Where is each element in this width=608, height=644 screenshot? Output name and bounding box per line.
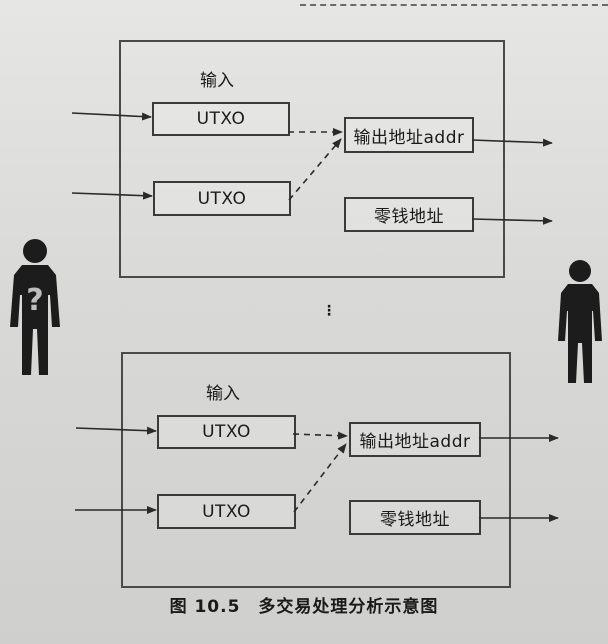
bottom-dashed-link-2 xyxy=(293,443,347,513)
bottom-change-address-box: 零钱地址 xyxy=(349,500,481,535)
top-dashed-link-2 xyxy=(288,138,342,201)
bottom-input-arrow-1 xyxy=(75,426,157,435)
top-input-label: 输入 xyxy=(200,71,234,91)
top-output-arrow-1 xyxy=(471,138,553,147)
top-utxo-box-1: UTXO xyxy=(152,102,290,136)
bottom-dashed-link-1 xyxy=(292,431,348,440)
bottom-transaction-panel xyxy=(121,352,511,588)
bottom-utxo-box-2: UTXO xyxy=(157,494,296,529)
top-transaction-panel xyxy=(119,40,505,278)
top-utxo-box-2: UTXO xyxy=(153,181,291,216)
top-output-arrow-2 xyxy=(471,216,553,225)
top-input-arrow-1 xyxy=(71,112,152,121)
unknown-person-icon: ? xyxy=(10,239,60,375)
person-icon xyxy=(558,260,602,383)
top-output-address-box: 输出地址addr xyxy=(344,117,474,153)
bottom-output-address-box: 输出地址addr xyxy=(349,422,481,457)
ellipsis-separator: ⋮ xyxy=(322,303,336,319)
top-dashed-border xyxy=(300,4,608,6)
top-input-arrow-2 xyxy=(71,191,153,200)
top-change-address-box: 零钱地址 xyxy=(344,197,474,232)
bottom-utxo-box-1: UTXO xyxy=(157,415,296,449)
svg-text:?: ? xyxy=(26,283,43,318)
figure-caption: 图 10.5 多交易处理分析示意图 xyxy=(169,597,439,617)
bottom-input-label: 输入 xyxy=(206,384,240,404)
